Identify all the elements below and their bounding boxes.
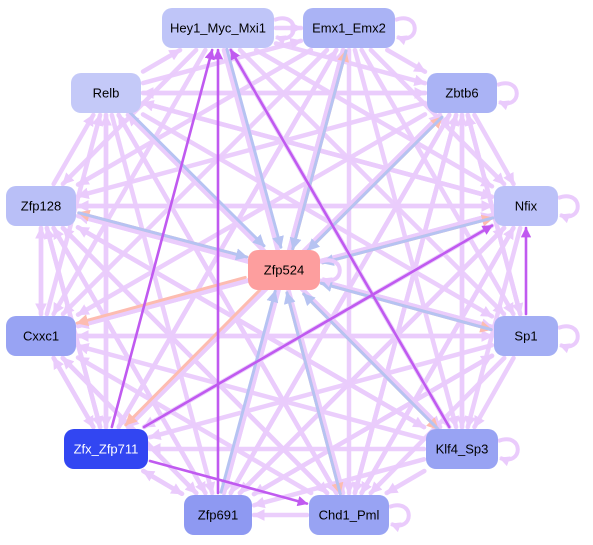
edge-relb-to-sp1 [140,112,495,319]
node-label-cxxc1: Cxxc1 [23,329,59,344]
node-nfix: Nfix [494,186,558,226]
node-zbtb6: Zbtb6 [427,73,497,113]
node-label-klf4: Klf4_Sp3 [436,442,489,457]
node-box-zfp524 [248,250,320,290]
node-label-zfp128: Zfp128 [21,199,61,214]
node-box-emx1 [303,8,395,48]
node-zfp128: Zfp128 [6,186,76,226]
edge-relb-to-hey1 [140,47,183,74]
edge-relb-to-emx1 [140,37,304,86]
node-relb: Relb [71,73,141,113]
edge-klf4-to-chd1 [384,468,427,496]
edge-layer [35,22,532,521]
self-loop-zfp524 [319,258,342,288]
edge-emx1-to-zfp524 [289,49,348,251]
edge-hey1-to-zfp524 [225,47,284,249]
node-klf4: Klf4_Sp3 [426,429,498,469]
edge-zfp128-to-chd1 [60,225,330,496]
edge-sp1-to-klf4 [472,355,516,430]
node-label-nfix: Nfix [515,199,538,214]
self-loop-sp1 [557,324,580,354]
self-loop-hey1 [273,16,296,46]
edge-zbtb6-to-zfp524 [306,115,444,252]
edge-cxxc1-to-zfx [51,355,96,430]
edge-zbtb6-to-zfp128 [75,100,428,199]
node-box-klf4 [426,429,498,469]
node-label-zbtb6: Zbtb6 [445,86,478,101]
edge-zfp691-to-sp1 [251,353,495,497]
self-loop-klf4 [497,437,520,467]
node-label-chd1: Chd1_Pml [319,508,380,523]
self-loop-layer [273,16,580,533]
edge-zbtb6-to-nfix [472,112,516,187]
self-loop-nfix [557,194,580,224]
node-cxxc1: Cxxc1 [6,316,76,356]
edge-zfp128-to-relb [51,112,96,187]
node-zfx: Zfx_Zfp711 [64,429,148,469]
edge-zfp524-to-zfx [124,288,262,427]
node-box-sp1 [494,316,558,356]
edge-zfx-to-hey1 [110,48,215,429]
node-box-hey1 [162,8,274,48]
edge-zfx-to-emx1 [116,47,339,430]
node-emx1: Emx1_Emx2 [303,8,395,48]
node-box-zfp128 [6,186,76,226]
node-box-zfx [64,429,148,469]
node-box-zfp691 [184,495,252,535]
node-zfp691: Zfp691 [184,495,252,535]
node-box-cxxc1 [6,316,76,356]
node-label-emx1: Emx1_Emx2 [312,21,386,36]
self-loop-zbtb6 [496,81,519,111]
edge-zfp128-to-klf4 [75,225,427,430]
edge-chd1-to-cxxc1 [75,355,314,496]
edge-zbtb6-to-cxxc1 [75,112,428,317]
node-box-relb [71,73,141,113]
node-label-relb: Relb [93,86,120,101]
node-label-zfp524: Zfp524 [264,263,304,278]
node-box-chd1 [309,495,389,535]
edge-zfp691-to-zfp524 [219,289,279,494]
node-label-zfp691: Zfp691 [198,508,238,523]
edge-zfx-to-chd1 [148,459,309,507]
node-sp1: Sp1 [494,316,558,356]
node-zfp524: Zfp524 [248,250,320,290]
node-label-hey1: Hey1_Myc_Mxi1 [170,21,266,36]
node-label-sp1: Sp1 [514,329,537,344]
node-label-zfx: Zfx_Zfp711 [74,442,139,457]
edge-zfx-to-zfp691 [141,468,185,497]
node-chd1: Chd1_Pml [309,495,389,535]
edge-zfx-to-nfix [142,224,494,429]
edge-sp1-to-zfp524 [319,280,493,332]
edge-chd1-to-nfix [359,225,516,496]
node-box-nfix [494,186,558,226]
node-box-zbtb6 [427,73,497,113]
node-hey1: Hey1_Myc_Mxi1 [162,8,274,48]
edge-chd1-to-zfp524 [283,291,342,496]
edge-klf4-to-zfp524 [302,292,440,431]
edge-emx1-to-zbtb6 [384,47,428,74]
edge-relb-to-zfp524 [128,111,266,248]
edge-klf4-to-hey1 [229,48,451,429]
self-loop-chd1 [388,503,411,533]
self-loop-emx1 [394,16,417,46]
